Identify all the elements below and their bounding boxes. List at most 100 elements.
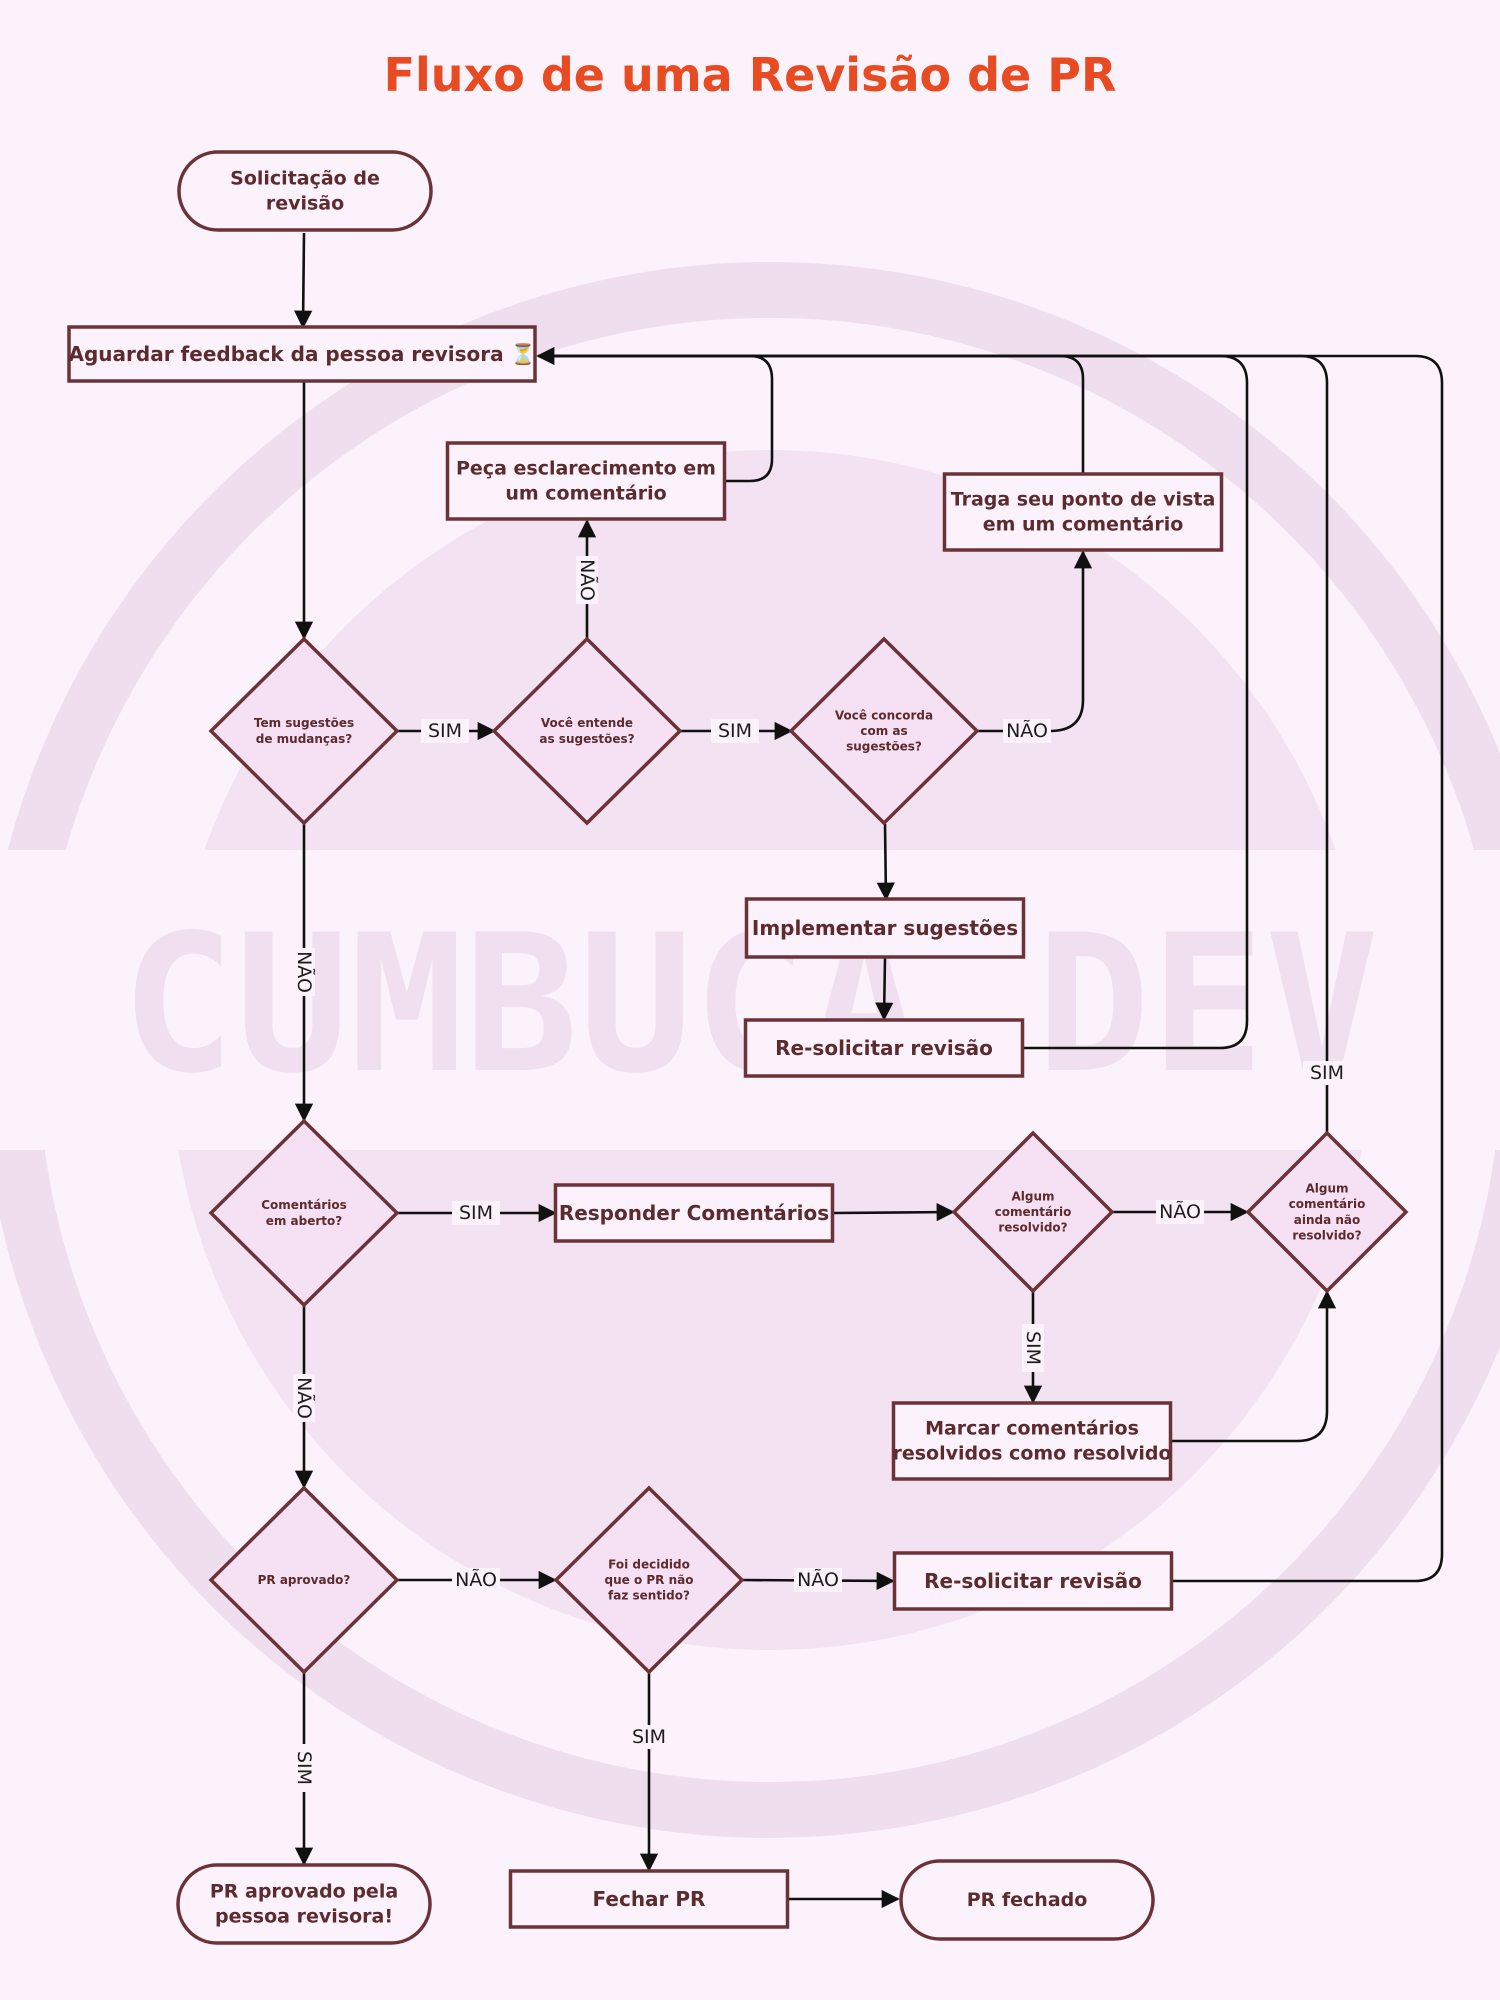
node-label: com as — [860, 724, 907, 738]
edge-label-bg — [1303, 1061, 1351, 1085]
node-label: revisão — [266, 192, 344, 214]
node-label: Solicitação de — [230, 168, 380, 190]
node-label: ainda não — [1294, 1213, 1361, 1227]
edge-label-nao: NÃO — [1006, 719, 1048, 742]
edge-24 — [540, 354, 1444, 1583]
edge-13 — [1171, 1290, 1337, 1443]
edge-label-nao: NÃO — [455, 1568, 497, 1591]
node-label: PR aprovado? — [258, 1573, 351, 1587]
edge-6 — [876, 823, 895, 901]
node-shape — [951, 1130, 1115, 1294]
edge-0 — [294, 232, 313, 329]
edge-10 — [832, 1203, 955, 1222]
edge-label-bg — [452, 1201, 500, 1225]
node-q-suggest: Tem sugestões de mudanças? — [208, 636, 400, 826]
edge-label-sim: SIM — [459, 1202, 493, 1224]
node-label: Re-solicitar revisão — [924, 1569, 1142, 1593]
edge-label-nao: NÃO — [1159, 1200, 1201, 1223]
node-label: Foi decidido — [608, 1557, 690, 1571]
node-label: em um comentário — [983, 513, 1184, 535]
edge-label-bg — [625, 1725, 673, 1749]
node-respond: Responder Comentários — [553, 1183, 835, 1243]
node-label: Implementar sugestões — [752, 916, 1018, 940]
node-label: PR fechado — [967, 1889, 1088, 1911]
node-label: Algum — [1011, 1189, 1054, 1203]
edge-label-bg — [293, 1374, 315, 1422]
node-label: Responder Comentários — [559, 1201, 829, 1225]
edge-label-bg — [576, 556, 598, 604]
node-shape — [176, 1863, 432, 1945]
node-label: sugestões? — [846, 740, 922, 754]
edge-label-sim: SIM — [1310, 1062, 1344, 1084]
node-shape — [892, 1551, 1174, 1611]
node-label: Você entende — [541, 716, 633, 730]
node-shape — [177, 150, 433, 232]
node-label: Tem sugestões — [254, 716, 354, 730]
node-label: Marcar comentários — [925, 1418, 1139, 1440]
edge-label-sim: SIM — [428, 720, 462, 742]
edge-label-nao: NÃO — [576, 559, 599, 601]
node-closed: PR fechado — [899, 1859, 1155, 1941]
node-label: Peça esclarecimento em — [456, 458, 716, 480]
node-label: resolvido? — [1292, 1228, 1361, 1242]
edge-label-bg — [794, 1568, 842, 1592]
node-label: Traga seu ponto de vista — [951, 489, 1216, 511]
node-label: Algum — [1305, 1182, 1348, 1196]
page-title: Fluxo de uma Revisão de PR — [383, 48, 1117, 102]
node-shape — [891, 1401, 1173, 1481]
edge-label-sim: SIM — [632, 1726, 666, 1748]
edge-label-bg — [1156, 1200, 1204, 1224]
edge-label-bg — [452, 1568, 500, 1592]
node-label: de mudanças? — [256, 732, 353, 746]
edge-label-bg — [1022, 1324, 1044, 1372]
node-label: faz sentido? — [608, 1589, 690, 1603]
edge-label-sim: SIM — [718, 720, 752, 742]
node-rerequest1: Re-solicitar revisão — [743, 1018, 1025, 1078]
edge-label-bg — [421, 719, 469, 743]
node-rerequest2: Re-solicitar revisão — [892, 1551, 1174, 1611]
node-label: resolvido? — [998, 1221, 1067, 1235]
node-label: comentário — [995, 1205, 1072, 1219]
node-label: Re-solicitar revisão — [775, 1036, 993, 1060]
node-label: Aguardar feedback da pessoa revisora ⏳ — [69, 342, 536, 366]
edge-label-bg — [711, 719, 759, 743]
node-shape — [553, 1183, 835, 1243]
edge-7 — [875, 957, 894, 1021]
edge-label-nao: NÃO — [797, 1568, 839, 1591]
node-shape — [445, 441, 727, 521]
node-shape — [508, 1869, 790, 1929]
node-shape — [1245, 1130, 1409, 1294]
edge-22 — [540, 354, 1249, 1050]
node-wait: Aguardar feedback da pessoa revisora ⏳ — [67, 325, 537, 383]
node-label: pessoa revisora! — [215, 1905, 393, 1927]
node-implement: Implementar sugestões — [744, 897, 1026, 959]
node-shape — [491, 636, 683, 826]
node-shape — [208, 1485, 400, 1675]
node-label: um comentário — [505, 482, 666, 504]
node-shape — [208, 636, 400, 826]
node-label: comentário — [1289, 1197, 1366, 1211]
edge-label-sim: SIM — [293, 1751, 315, 1785]
node-label: as sugestões? — [539, 732, 634, 746]
node-label: resolvidos como resolvido — [892, 1442, 1171, 1464]
edge-5 — [977, 550, 1093, 733]
node-shape — [788, 636, 980, 826]
node-label: Fechar PR — [593, 1887, 706, 1911]
edge-label-nao: NÃO — [293, 951, 316, 993]
node-shape — [208, 1118, 400, 1308]
node-shape — [553, 1485, 745, 1675]
node-label: Você concorda — [835, 708, 933, 722]
edges — [294, 232, 1444, 1909]
node-q-understand: Você entende as sugestões? — [491, 636, 683, 826]
edge-label-bg — [293, 948, 315, 996]
